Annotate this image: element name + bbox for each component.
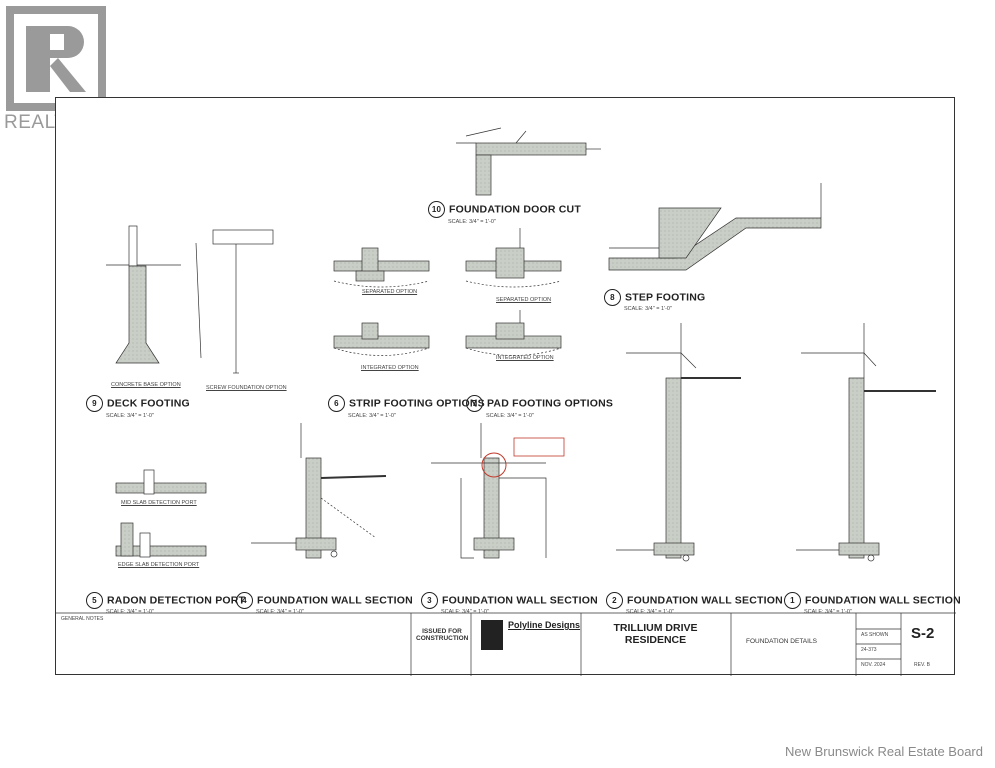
realtor-logo-icon — [6, 6, 106, 111]
pad-footing-detail — [465, 228, 562, 356]
wall-section-3 — [431, 423, 565, 559]
deck-footing-detail — [106, 225, 274, 374]
project-number: 24-373 — [861, 647, 877, 653]
title-block — [56, 612, 956, 676]
door-cut-detail — [456, 127, 601, 196]
general-notes-heading: GENERAL NOTES — [61, 616, 104, 622]
pad-sub-integrated: INTEGRATED OPTION — [496, 355, 554, 361]
radon-sub-mid: MID SLAB DETECTION PORT — [121, 500, 197, 506]
detail-scale-door-cut: SCALE: 3/4" = 1'-0" — [448, 219, 496, 225]
project-name: TRILLIUM DRIVE RESIDENCE — [613, 622, 698, 646]
radon-sub-edge: EDGE SLAB DETECTION PORT — [118, 562, 200, 568]
strip-sub-integrated: INTEGRATED OPTION — [361, 365, 419, 371]
strip-footing-detail — [333, 247, 430, 356]
detail-scale-deck-footing: SCALE: 3/4" = 1'-0" — [106, 413, 154, 419]
step-footing-detail — [608, 183, 822, 271]
pad-sub-separated: SEPARATED OPTION — [496, 297, 552, 303]
detail-scale-radon-port: SCALE: 3/4" = 1'-0" — [106, 609, 154, 615]
detail-scale-wall-section-3: SCALE: 3/4" = 1'-0" — [441, 609, 489, 615]
drawing-date: NOV. 2024 — [861, 662, 886, 668]
strip-sub-separated: SEPARATED OPTION — [362, 289, 418, 295]
wall-section-1 — [796, 323, 936, 562]
detail-scale-wall-section-4: SCALE: 3/4" = 1'-0" — [256, 609, 304, 615]
drawing-title: FOUNDATION DETAILS — [746, 638, 817, 645]
detail-scale-wall-section-2: SCALE: 3/4" = 1'-0" — [626, 609, 674, 615]
wall-section-2 — [616, 323, 741, 562]
wall-section-4 — [251, 423, 387, 559]
deck-sub-screw: SCREW FOUNDATION OPTION — [206, 385, 287, 391]
board-credit: New Brunswick Real Estate Board — [785, 744, 983, 759]
polyline-logo-icon — [481, 620, 503, 650]
radon-port-detail — [115, 469, 207, 558]
scale-value: AS SHOWN — [861, 632, 889, 638]
issued-for-construction: ISSUED FOR CONSTRUCTION — [416, 628, 469, 642]
detail-scale-pad-footing: SCALE: 3/4" = 1'-0" — [486, 413, 534, 419]
detail-scale-step-footing: SCALE: 3/4" = 1'-0" — [624, 306, 672, 312]
deck-sub-concrete: CONCRETE BASE OPTION — [111, 382, 181, 388]
detail-scale-strip-footing: SCALE: 3/4" = 1'-0" — [348, 413, 396, 419]
foundation-details-drawing — [56, 127, 956, 676]
firm-name: Polyline Designs — [508, 620, 581, 630]
revision: REV. B — [914, 662, 930, 668]
sheet-number: S-2 — [911, 625, 935, 642]
detail-scale-wall-section-1: SCALE: 3/4" = 1'-0" — [804, 609, 852, 615]
